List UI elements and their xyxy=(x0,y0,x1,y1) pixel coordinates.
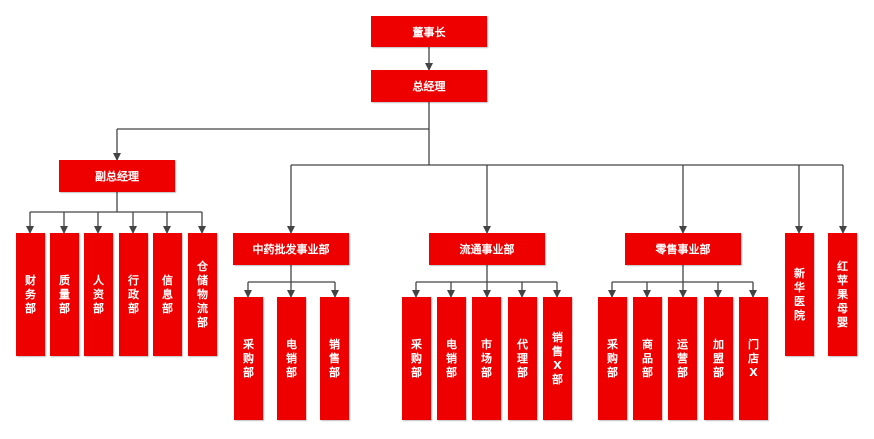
div3-dept-purchasing: 采购部 xyxy=(598,297,627,420)
div1-dept-purchasing: 采购部 xyxy=(234,297,263,420)
div3-dept-merchandise: 商品部 xyxy=(633,297,662,420)
general-manager-node: 总经理 xyxy=(371,70,487,102)
standalone-red-apple-maternity: 红苹果母婴 xyxy=(828,233,857,356)
dept-it: 信息部 xyxy=(153,233,182,356)
div2-dept-telesales: 电销部 xyxy=(437,297,466,420)
div2-dept-agency: 代理部 xyxy=(508,297,537,420)
div1-dept-sales: 销售部 xyxy=(320,297,349,420)
div2-dept-purchasing: 采购部 xyxy=(402,297,431,420)
standalone-xinhua-hospital: 新华医院 xyxy=(785,233,814,356)
div3-dept-operations: 运营部 xyxy=(668,297,697,420)
dept-hr: 人资部 xyxy=(84,233,113,356)
dept-quality: 质量部 xyxy=(50,233,79,356)
dept-admin: 行政部 xyxy=(119,233,148,356)
div2-dept-marketing: 市场部 xyxy=(472,297,501,420)
division-distribution: 流通事业部 xyxy=(429,233,545,265)
dept-logistics: 仓储物流部 xyxy=(188,233,217,356)
chairman-node: 董事长 xyxy=(371,16,487,47)
division-tcm-wholesale: 中药批发事业部 xyxy=(233,233,349,265)
div3-dept-franchise: 加盟部 xyxy=(704,297,733,420)
dept-finance: 财务部 xyxy=(16,233,45,356)
division-retail: 零售事业部 xyxy=(625,233,741,265)
div1-dept-telesales: 电销部 xyxy=(277,297,306,420)
deputy-general-manager-node: 副总经理 xyxy=(59,160,175,192)
